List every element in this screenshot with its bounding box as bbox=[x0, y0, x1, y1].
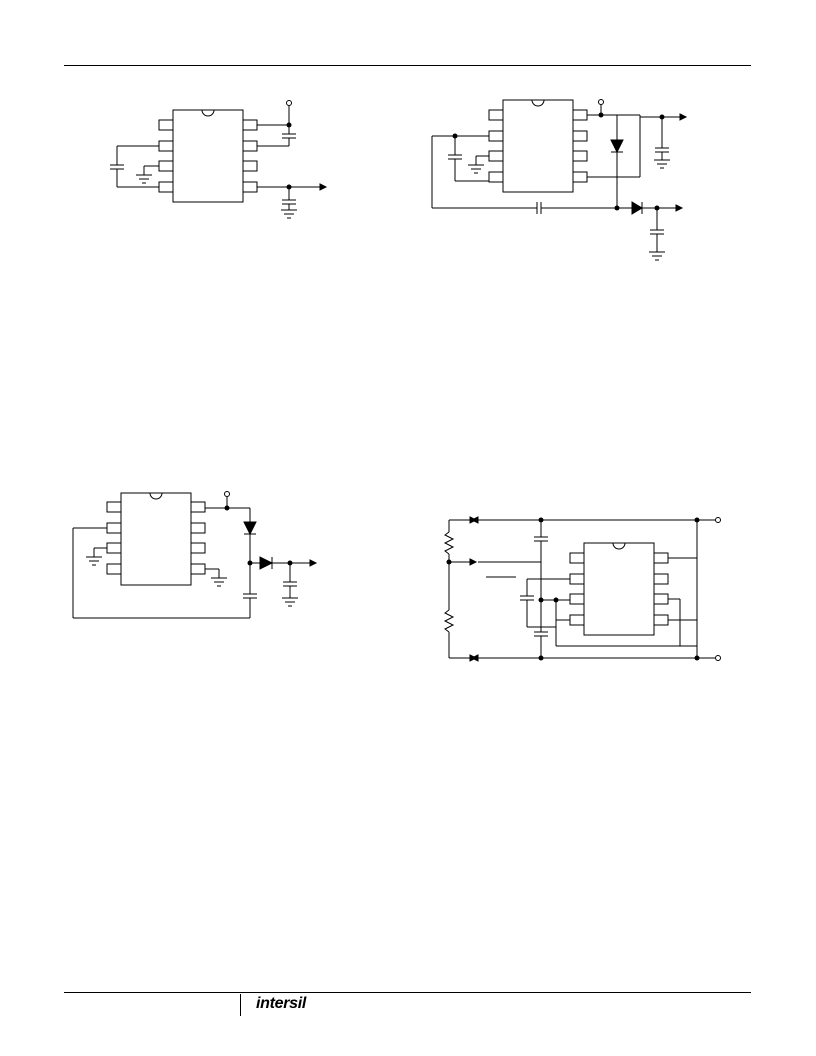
supply-terminal bbox=[598, 99, 604, 105]
arrow-icon bbox=[469, 516, 478, 524]
junction-dot bbox=[286, 122, 292, 128]
ic-pins-right bbox=[572, 109, 588, 183]
output-arrow bbox=[679, 113, 688, 121]
ic-pins-left bbox=[569, 552, 585, 626]
junction-dot bbox=[452, 133, 458, 139]
junction-dot bbox=[247, 560, 253, 566]
junction-dot bbox=[614, 205, 620, 211]
arrow-icon bbox=[469, 654, 478, 662]
ic-package bbox=[583, 542, 655, 636]
ic-pins-left bbox=[106, 501, 122, 575]
wiring bbox=[431, 105, 680, 261]
junction-dot bbox=[553, 597, 559, 603]
junction-dot bbox=[286, 184, 292, 190]
ic-notch bbox=[531, 99, 545, 107]
junction-dot bbox=[659, 114, 665, 120]
junction-dot bbox=[538, 655, 544, 661]
ic-notch bbox=[149, 492, 163, 500]
output-arrow bbox=[319, 183, 328, 191]
junction-dot bbox=[694, 517, 700, 523]
footer-rule bbox=[64, 992, 751, 993]
arrow-icon bbox=[469, 558, 478, 566]
supply-terminal bbox=[224, 491, 230, 497]
diode-icon bbox=[610, 139, 624, 154]
ic-package bbox=[120, 492, 192, 586]
diode-icon bbox=[259, 556, 274, 570]
header-rule bbox=[64, 65, 751, 66]
terminal bbox=[715, 655, 721, 661]
output-arrow bbox=[309, 559, 318, 567]
junction-dot bbox=[538, 517, 544, 523]
ic-notch bbox=[201, 109, 215, 117]
supply-terminal bbox=[286, 100, 292, 106]
ic-package bbox=[502, 99, 574, 193]
wiring bbox=[110, 106, 320, 219]
junction-dot bbox=[598, 112, 604, 118]
ic-pins-right bbox=[242, 119, 258, 193]
intersil-logo: intersil bbox=[256, 995, 307, 1012]
ic-pins-right bbox=[190, 501, 206, 575]
junction-dot bbox=[446, 559, 452, 565]
wiring bbox=[443, 519, 715, 659]
diode-icon bbox=[631, 201, 643, 215]
wiring bbox=[72, 497, 310, 619]
junction-dot bbox=[538, 597, 544, 603]
junction-dot bbox=[224, 505, 230, 511]
diode-icon bbox=[243, 521, 257, 536]
junction-dot bbox=[654, 205, 660, 211]
ic-pins-left bbox=[158, 119, 174, 193]
schematic-top-right bbox=[431, 99, 688, 261]
ic-package bbox=[172, 109, 244, 203]
terminal bbox=[715, 517, 721, 523]
schematic-bottom-right bbox=[443, 516, 721, 662]
ic-notch bbox=[612, 542, 626, 550]
schematic-bottom-left bbox=[72, 491, 318, 619]
footer-divider bbox=[240, 994, 241, 1016]
schematic-top-left bbox=[110, 100, 328, 219]
junction-dot bbox=[287, 560, 293, 566]
ic-pins-left bbox=[488, 109, 504, 183]
output-arrow bbox=[675, 204, 684, 212]
junction-dot bbox=[694, 655, 700, 661]
ic-pins-right bbox=[653, 552, 669, 626]
